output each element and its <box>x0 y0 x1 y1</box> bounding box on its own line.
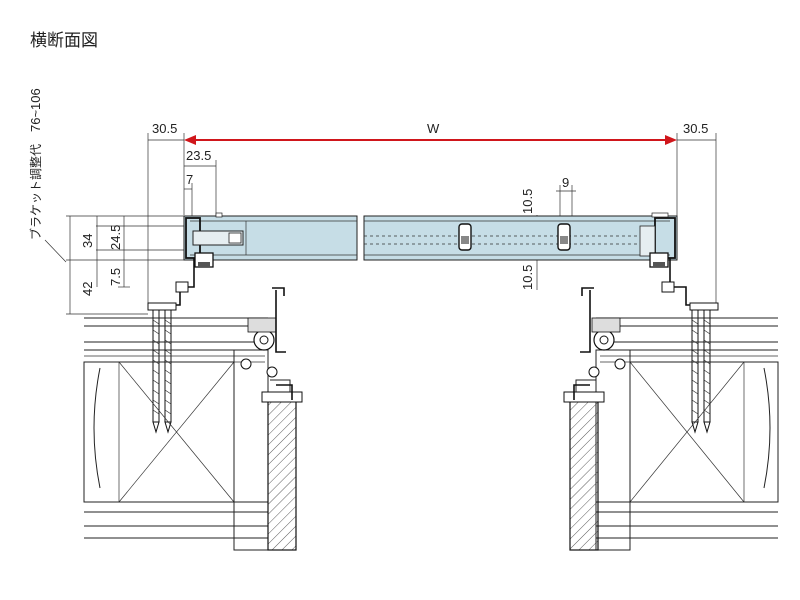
right-wall-structure <box>563 287 779 551</box>
extension-lines <box>147 133 717 305</box>
d9-label: 9 <box>562 175 569 190</box>
right-30-5-dimension: 30.5 <box>677 121 716 141</box>
left-vertical-dimensions: 34 24.5 7.5 42 <box>66 215 190 315</box>
d24-5-label: 24.5 <box>108 225 123 250</box>
bracket-adjust-text: ブラケット調整代 <box>28 144 43 240</box>
left-30-5-dimension: 30.5 <box>148 121 184 141</box>
drawing-title: 横断面図 <box>30 31 98 51</box>
d34-label: 34 <box>80 234 95 248</box>
left-wall-structure <box>83 287 303 551</box>
left-30-5-label: 30.5 <box>152 121 177 136</box>
w-dimension-label: W <box>427 121 440 136</box>
screws <box>152 309 711 434</box>
d23-5-label: 23.5 <box>186 148 211 163</box>
d10-5-top-label: 10.5 <box>520 189 535 214</box>
w-dimension: W <box>184 121 677 145</box>
bracket-leader-line <box>44 239 67 263</box>
d7-label: 7 <box>186 172 193 187</box>
d23-5-dimension: 23.5 <box>184 148 216 167</box>
left-bracket <box>147 252 214 311</box>
d42-label: 42 <box>80 282 95 296</box>
right-bracket <box>649 252 719 311</box>
main-panel <box>183 212 678 261</box>
d7-5-label: 7.5 <box>108 268 123 286</box>
d9-dimension: 9 <box>556 175 576 192</box>
bracket-adjust-label: ブラケット調整代 76~106 <box>28 88 67 263</box>
d10-5-bottom-label: 10.5 <box>520 265 535 290</box>
d7-dimension: 7 <box>184 172 193 190</box>
bracket-adjust-range: 76~106 <box>28 88 43 132</box>
right-30-5-label: 30.5 <box>683 121 708 136</box>
